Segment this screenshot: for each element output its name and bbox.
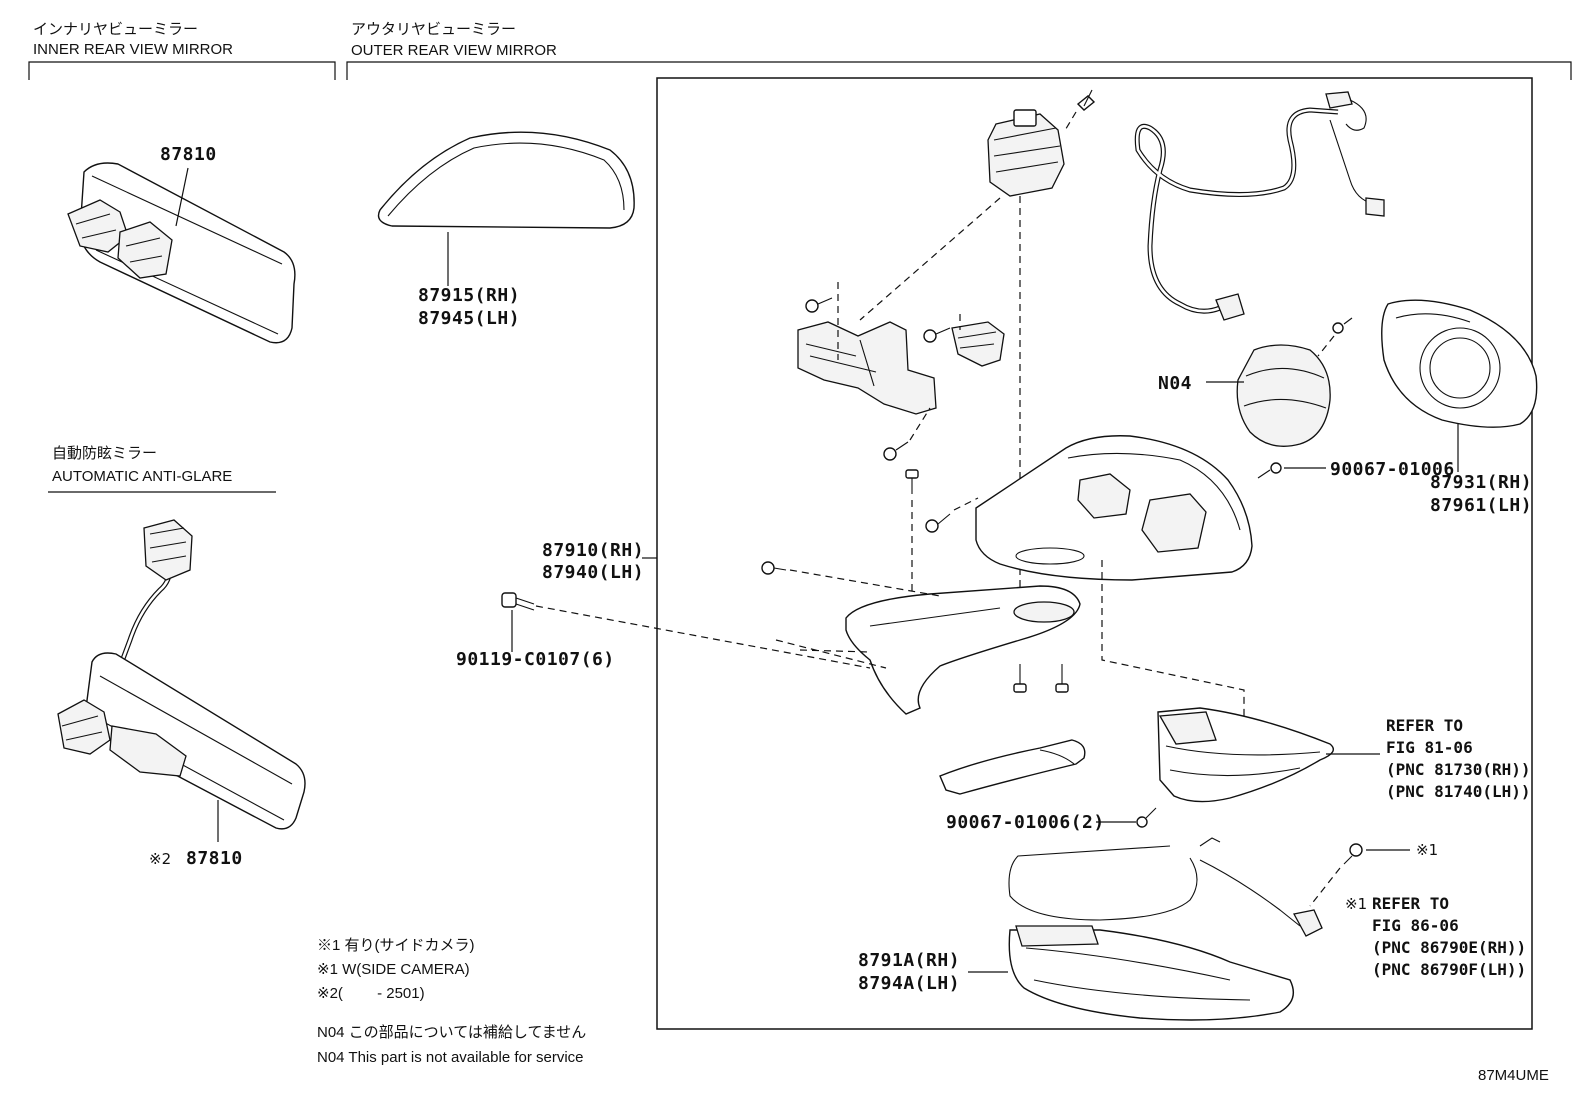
fig86-line1: REFER TO (1372, 894, 1449, 913)
harness-icon (1134, 91, 1385, 321)
fig81-line3: (PNC 81730(RH)) (1386, 760, 1531, 779)
footnotes: ※1 有り(サイドカメラ) ※1 W(SIDE CAMERA) ※2( - 25… (317, 937, 586, 1066)
camera-screw-path (1309, 867, 1341, 907)
screw-icon (1076, 89, 1096, 111)
antiglare-title-en: AUTOMATIC ANTI-GLARE (52, 468, 232, 485)
part-90119: 90119-C0107(6) (456, 649, 615, 670)
mirror-motor-icon (1236, 344, 1331, 447)
signal-path (1101, 560, 1245, 720)
cover-screw-path (789, 569, 941, 597)
note-1: ※1 有り(サイドカメラ) (317, 937, 475, 954)
note-2: ※1 W(SIDE CAMERA) (317, 961, 470, 978)
screw-icon (805, 297, 833, 313)
antiglare-mirror-icon (57, 519, 306, 830)
base-cover-icon (845, 585, 1081, 715)
fig86-mark: ※1 (1345, 895, 1367, 913)
part-87915: 87915(RH) (418, 285, 520, 306)
base-bracket-icon (797, 321, 1005, 415)
antiglare-section-header: 自動防眩ミラー AUTOMATIC ANTI-GLARE (48, 444, 276, 493)
bracket-screw-path-3 (909, 407, 931, 441)
part-8794a: 8794A(LH) (858, 973, 960, 994)
turn-signal-icon (1157, 707, 1334, 803)
screw-icon (925, 513, 951, 533)
note-5: N04 This part is not available for servi… (317, 1049, 584, 1066)
note-3: ※2( - 2501) (317, 985, 425, 1002)
screw-icon (1013, 664, 1027, 693)
note-4: N04 この部品については補給してません (317, 1024, 586, 1041)
part-87810-top: 87810 (160, 144, 217, 165)
n04-screw-path (1317, 335, 1335, 357)
part-87961: 87961(LH) (1430, 495, 1532, 516)
outer-title-jp: アウタリヤビューミラー (351, 20, 516, 38)
screw-icon (1257, 462, 1282, 479)
part-n04: N04 (1158, 373, 1192, 394)
outer-bracket (346, 61, 1572, 80)
part-87940: 87940(LH) (542, 562, 644, 583)
cover-lower-path (775, 639, 887, 669)
part-87910: 87910(RH) (542, 540, 644, 561)
fig81-line1: REFER TO (1386, 716, 1463, 735)
fig86-line2: FIG 86-06 (1372, 916, 1459, 935)
outer-title-en: OUTER REAR VIEW MIRROR (351, 42, 557, 59)
fig86-line4: (PNC 86790F(LH)) (1372, 960, 1526, 979)
part-90067-b: 90067-01006(2) (946, 812, 1105, 833)
screw-icon (1343, 843, 1363, 865)
motor-bracket-path (859, 197, 1001, 321)
outer-section-header: アウタリヤビューミラー OUTER REAR VIEW MIRROR (346, 20, 1572, 80)
screw-icon (1136, 807, 1157, 828)
part-87810-bottom: 87810 (186, 848, 243, 869)
screw-icon (905, 469, 919, 494)
reference-fig86: ※1 REFER TO FIG 86-06 (PNC 86790E(RH)) (… (1345, 894, 1526, 979)
reference-fig81: REFER TO FIG 81-06 (PNC 81730(RH)) (PNC … (1386, 716, 1531, 801)
screw-icon (923, 327, 951, 343)
mirror-glass-icon (377, 131, 635, 229)
part-87931: 87931(RH) (1430, 472, 1532, 493)
inner-title-jp: インナリヤビューミラー (33, 20, 198, 38)
motor-screw-path (1063, 111, 1077, 133)
part-87810-bottom-mark: ※2 (149, 850, 171, 868)
screw-icon (1055, 664, 1069, 693)
diagram-code: 87M4UME (1478, 1067, 1549, 1084)
mark1-top: ※1 (1416, 841, 1438, 859)
mirror-cover-icon (1381, 299, 1538, 428)
part-87945: 87945(LH) (418, 308, 520, 329)
screw-icon (1332, 317, 1353, 334)
antiglare-title-jp: 自動防眩ミラー (52, 444, 157, 462)
inner-mirror-icon (67, 162, 296, 344)
lower-cover-icon (1008, 925, 1294, 1021)
inner-section-header: インナリヤビューミラー INNER REAR VIEW MIRROR (28, 20, 336, 80)
screw-icon (883, 441, 909, 461)
housing-screw-path (953, 497, 979, 511)
fig81-line2: FIG 81-06 (1386, 738, 1473, 757)
inner-title-en: INNER REAR VIEW MIRROR (33, 41, 233, 58)
garnish-strip-icon (939, 739, 1086, 795)
leader-87810-top (175, 167, 189, 227)
part-90067-a: 90067-01006 (1330, 459, 1455, 480)
side-camera-icon (1008, 837, 1323, 937)
fig86-line3: (PNC 86790E(RH)) (1372, 938, 1526, 957)
screw-icon (501, 592, 535, 611)
screw-icon (761, 561, 787, 575)
inner-bracket (28, 61, 336, 80)
fig81-line4: (PNC 81740(LH)) (1386, 782, 1531, 801)
mirror-housing-icon (975, 435, 1253, 581)
mirror-motor-icon (987, 109, 1065, 197)
screw-90119-path (535, 605, 871, 669)
part-8791a: 8791A(RH) (858, 950, 960, 971)
outer-assembly-frame (656, 77, 1533, 1030)
